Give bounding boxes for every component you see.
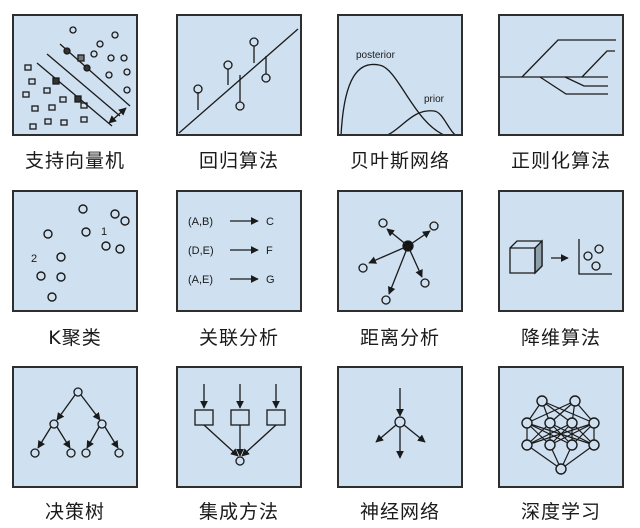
circle-points bbox=[69, 26, 131, 94]
tile-label-association: 关联分析 bbox=[198, 327, 279, 349]
distance-diagram-icon bbox=[358, 218, 439, 305]
deep-learning-tile bbox=[498, 366, 624, 488]
tile-label-svm: 支持向量机 bbox=[24, 150, 125, 172]
neural-network-tile bbox=[337, 366, 463, 488]
kmeans-tile: 1 2 bbox=[12, 190, 138, 312]
tile-label-bayesian: 贝叶斯网络 bbox=[349, 150, 450, 172]
svm-tile bbox=[12, 14, 138, 136]
nodes bbox=[521, 395, 600, 475]
tile-label-regularization: 正则化算法 bbox=[510, 150, 611, 172]
regularization-diagram-icon bbox=[500, 39, 616, 95]
tile-label-regression: 回归算法 bbox=[198, 150, 279, 172]
prior-label: prior bbox=[424, 94, 445, 105]
rule-2-rhs: F bbox=[266, 245, 273, 257]
neural-network-diagram-icon bbox=[375, 388, 426, 459]
tile-label-dimensionality-reduction: 降维算法 bbox=[520, 327, 601, 349]
distance-tile bbox=[337, 190, 463, 312]
kmeans-diagram-icon: 1 2 bbox=[31, 204, 130, 302]
dimensionality-reduction-diagram-icon bbox=[509, 239, 612, 275]
ensemble-diagram-icon bbox=[194, 384, 286, 466]
decision-tree-diagram-icon bbox=[30, 387, 124, 458]
decision-tree-tile bbox=[12, 366, 138, 488]
ensemble-tile bbox=[176, 366, 302, 488]
association-tile: (A,B) C (D,E) F (A,E) G bbox=[176, 190, 302, 312]
tile-label-decision-tree: 决策树 bbox=[44, 501, 105, 523]
tile-label-neural-network: 神经网络 bbox=[359, 501, 440, 523]
bayesian-diagram-icon: posterior prior bbox=[340, 50, 456, 134]
regularization-tile bbox=[498, 14, 624, 136]
tile-label-deep-learning: 深度学习 bbox=[520, 501, 601, 523]
tile-label-kmeans: K聚类 bbox=[48, 327, 102, 349]
rule-3-lhs: (A,E) bbox=[188, 274, 213, 286]
connections bbox=[526, 400, 595, 470]
regression-tile bbox=[176, 14, 302, 136]
rule-1-rhs: C bbox=[266, 216, 274, 228]
svm-diagram-icon bbox=[22, 26, 131, 130]
rule-1-lhs: (A,B) bbox=[188, 216, 213, 228]
tile-label-distance: 距离分析 bbox=[359, 327, 440, 349]
rule-3-rhs: G bbox=[266, 274, 275, 286]
cluster-2-label: 2 bbox=[31, 253, 37, 265]
deep-learning-diagram-icon bbox=[521, 395, 600, 475]
posterior-label: posterior bbox=[356, 50, 396, 61]
rule-2-lhs: (D,E) bbox=[188, 245, 214, 257]
regression-diagram-icon bbox=[178, 28, 299, 134]
tile-label-ensemble: 集成方法 bbox=[198, 501, 279, 523]
bayesian-tile: posterior prior bbox=[337, 14, 463, 136]
dimensionality-reduction-tile bbox=[498, 190, 624, 312]
cluster-1-label: 1 bbox=[101, 226, 107, 238]
association-diagram-icon: (A,B) C (D,E) F (A,E) G bbox=[188, 216, 275, 286]
